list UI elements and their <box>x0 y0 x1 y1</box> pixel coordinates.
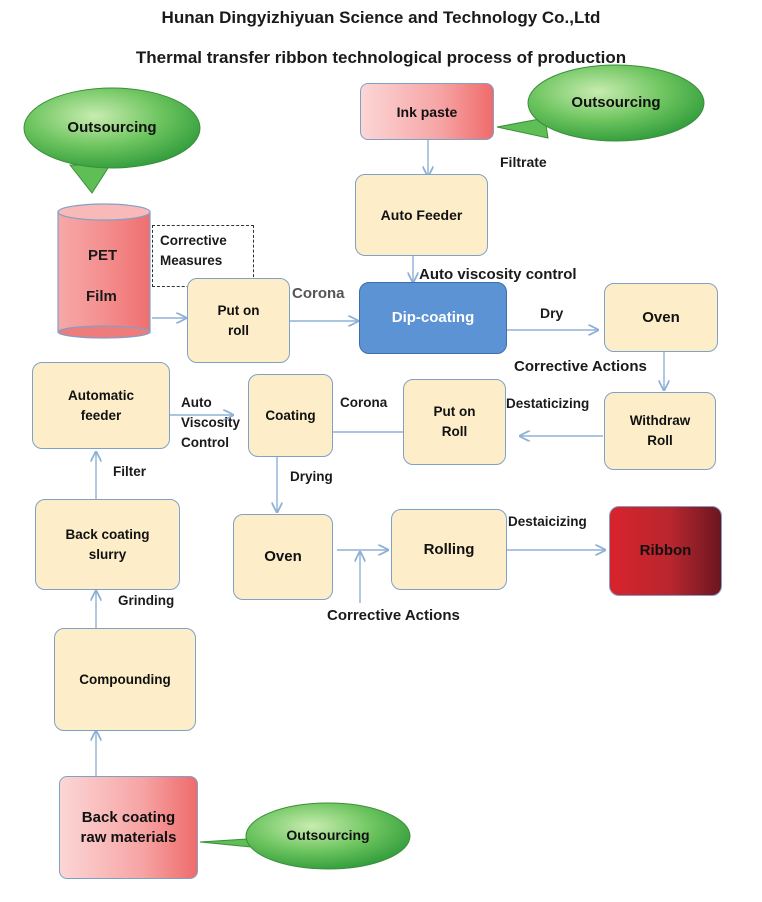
coating-node: Coating <box>248 374 333 457</box>
outsourcing-bubble-pet <box>23 87 201 194</box>
company-title: Hunan Dingyizhiyuan Science and Technolo… <box>161 8 601 27</box>
corrective-actions-label-1: Corrective Actions <box>514 358 647 375</box>
corrective-measures-text: Corrective Measures <box>160 233 227 268</box>
pet-film-cylinder <box>57 203 151 339</box>
outsourcing-pet-text: Outsourcing <box>67 119 157 136</box>
back-coating-raw-materials-node: Back coating raw materials <box>59 776 198 879</box>
rolling-node: Rolling <box>391 509 507 590</box>
diagram-title: Thermal transfer ribbon technological pr… <box>135 48 627 67</box>
ink-paste-node: Ink paste <box>360 83 494 140</box>
auto-feeder-node: Auto Feeder <box>355 174 488 256</box>
destaicizing-label: Destaicizing <box>508 514 587 529</box>
drying-label: Drying <box>290 469 333 484</box>
film-label: Film <box>86 288 117 305</box>
corrective-actions-label-2: Corrective Actions <box>327 607 460 624</box>
automatic-feeder-node: Automatic feeder <box>32 362 170 449</box>
put-on-roll-node-1: Put on roll <box>187 278 290 363</box>
corrective-measures-note <box>152 225 254 287</box>
corona-label-2: Corona <box>340 395 388 410</box>
outsourcing-ink-text: Outsourcing <box>571 94 661 111</box>
auto-viscosity-control-label: Auto viscosity control <box>419 266 577 283</box>
filtrate-label: Filtrate <box>500 154 547 170</box>
destaticizing-label: Destaticizing <box>506 396 590 411</box>
outsourcing-raw-text: Outsourcing <box>286 827 370 843</box>
oven-node-2: Oven <box>233 514 333 600</box>
outsourcing-bubble-raw <box>199 802 411 870</box>
put-on-roll-node-2: Put on Roll <box>403 379 506 465</box>
compounding-node: Compounding <box>54 628 196 731</box>
withdraw-roll-node: Withdraw Roll <box>604 392 716 470</box>
corona-label-1: Corona <box>292 285 345 302</box>
outsourcing-bubble-ink <box>496 64 705 142</box>
filter-label: Filter <box>113 464 147 479</box>
oven-node-1: Oven <box>604 283 718 352</box>
grinding-label: Grinding <box>118 593 175 608</box>
auto-viscosity-control-label-2: Auto Viscosity Control <box>181 395 241 450</box>
pet-label: PET <box>88 247 118 264</box>
dry-label: Dry <box>540 305 564 321</box>
back-coating-slurry-node: Back coating slurry <box>35 499 180 590</box>
dip-coating-node: Dip-coating <box>359 282 507 354</box>
ribbon-node: Ribbon <box>609 506 722 596</box>
